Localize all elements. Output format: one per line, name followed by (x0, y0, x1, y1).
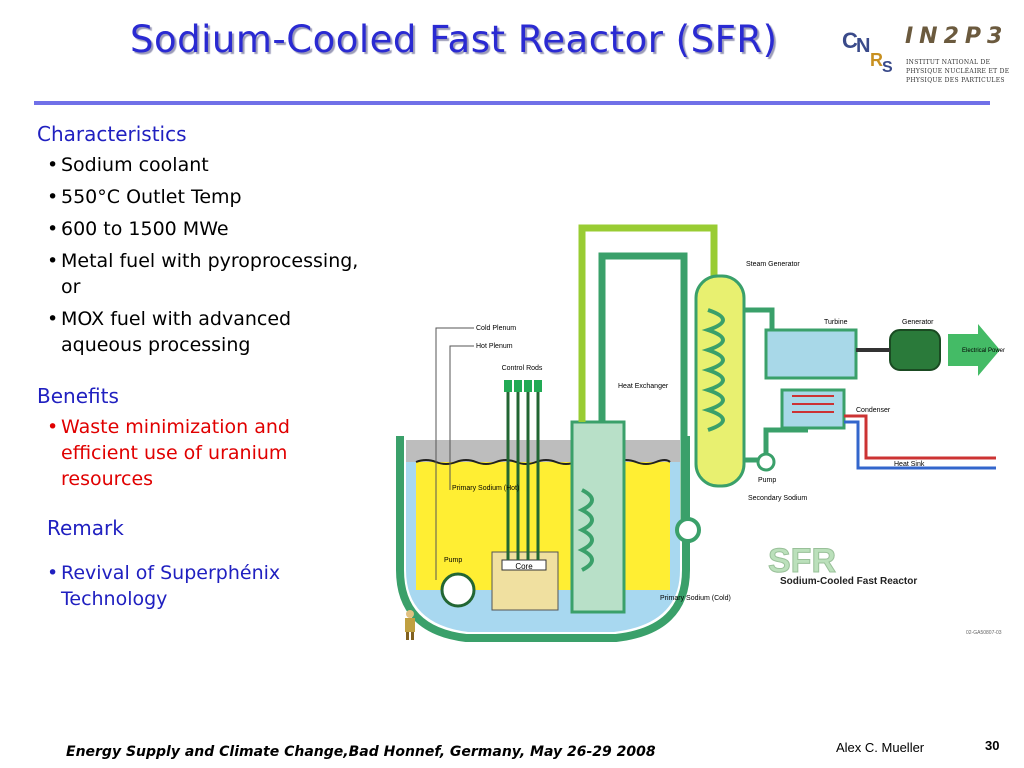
list-item: •Revival of Superphénix Technology (47, 562, 281, 610)
page-number: 30 (985, 738, 1000, 753)
remark-list: •Revival of Superphénix Technology (37, 560, 367, 612)
characteristics-heading: Characteristics (37, 122, 187, 146)
bullet-icon: • (47, 154, 59, 176)
generator (889, 329, 941, 371)
pump-label: Pump (444, 557, 462, 564)
heat-exchanger (570, 420, 626, 614)
benefits-heading: Benefits (37, 384, 119, 408)
feedwater-pump-icon (756, 452, 776, 472)
remark-heading: Remark (47, 516, 124, 540)
list-item: •Metal fuel with pyroprocessing, or (47, 250, 359, 298)
sodium-surface (415, 459, 671, 465)
in2p3-subtitle: Institut National de Physique Nucléaire … (906, 59, 1010, 84)
turbine (764, 328, 858, 380)
heat-exchanger-label: Heat Exchanger (618, 383, 669, 390)
bullet-icon: • (47, 308, 59, 330)
hot-plenum-label: Hot Plenum (476, 343, 513, 350)
bullet-icon: • (47, 416, 59, 438)
bullet-icon: • (47, 250, 59, 272)
sfr-logo: SFR (768, 542, 836, 580)
secondary-loop (578, 224, 718, 422)
svg-text:C: C (842, 28, 858, 53)
in2p3-logo: IN2P3 (905, 24, 1009, 49)
cold-plenum-label: Cold Plenum (476, 325, 516, 332)
bullet-icon: • (47, 186, 59, 208)
bullet-icon: • (47, 218, 59, 240)
sfr-diagram: Core Control Rods Pump Heat Exchanger Co… (396, 224, 1005, 642)
list-item: •MOX fuel with advanced aqueous processi… (47, 308, 292, 356)
svg-text:N: N (856, 35, 870, 57)
secondary-pump-icon (675, 517, 701, 543)
secondary-sodium-label: Secondary Sodium (748, 495, 807, 502)
person-icon (405, 610, 415, 640)
steam-generator-label: Steam Generator (746, 261, 800, 268)
primary-pump-icon (440, 572, 476, 608)
control-rods (506, 390, 540, 560)
steam-generator (694, 274, 746, 488)
text-column: Characteristics •Sodium coolant •550°C O… (37, 122, 367, 618)
list-item: •550°C Outlet Temp (47, 186, 242, 208)
bullet-icon: • (47, 562, 59, 584)
sfr-caption: Sodium-Cooled Fast Reactor (780, 576, 917, 587)
generator-label: Generator (902, 319, 934, 326)
title-rule (34, 101, 990, 105)
electrical-power-label: Electrical Power (962, 348, 1005, 354)
power-arrow-icon (948, 324, 1000, 376)
slide-title: Sodium-Cooled Fast Reactor (SFR) (130, 18, 778, 61)
svg-text:R: R (870, 50, 883, 70)
feedwater-pump-label: Pump (758, 477, 776, 484)
primary-sodium-hot-label: Primary Sodium (Hot) (452, 485, 519, 492)
cnrs-logo: C N R S (842, 28, 893, 76)
list-item: •Waste minimization and efficient use of… (47, 416, 290, 490)
condenser-label: Condenser (856, 407, 891, 414)
core-label: Core (515, 562, 533, 571)
list-item: •600 to 1500 MWe (47, 218, 229, 240)
primary-sodium-cold-label: Primary Sodium (Cold) (660, 595, 731, 602)
footer-author: Alex C. Mueller (836, 740, 925, 755)
footer-event: Energy Supply and Climate Change,Bad Hon… (66, 744, 656, 760)
turbine-label: Turbine (824, 319, 848, 326)
cover-gas (406, 440, 680, 462)
characteristics-list: •Sodium coolant •550°C Outlet Temp •600 … (37, 152, 367, 358)
benefits-list: •Waste minimization and efficient use of… (37, 414, 367, 492)
control-rods-label: Control Rods (502, 365, 543, 372)
figure-id: 02-GA50807-03 (966, 630, 1002, 636)
svg-text:S: S (882, 59, 893, 76)
list-item: •Sodium coolant (47, 154, 209, 176)
heat-sink-label: Heat Sink (894, 461, 925, 468)
